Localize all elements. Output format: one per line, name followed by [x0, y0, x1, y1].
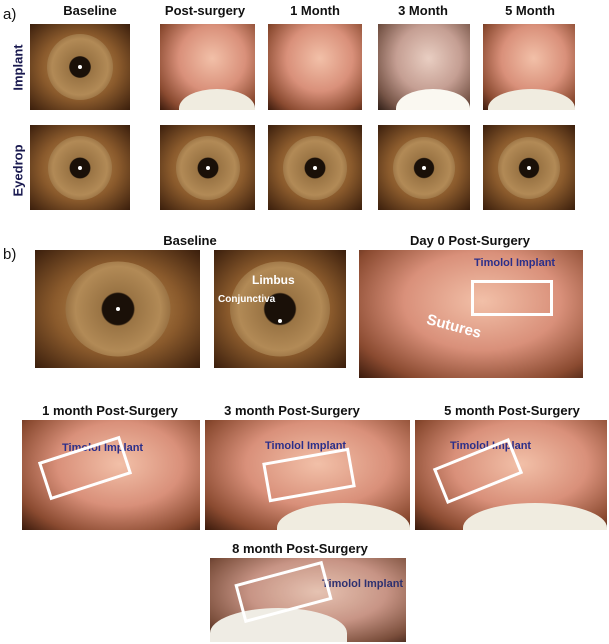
implant-baseline-photo [30, 24, 130, 110]
implant-box [262, 447, 356, 503]
col-post-surgery: Post-surgery [164, 3, 246, 18]
implant-annotation: Timolol Implant [450, 440, 532, 452]
row-eyedrop: Eyedrop [10, 144, 26, 197]
panel-a-label: a) [3, 6, 17, 23]
eyedrop-1-month-photo [268, 125, 362, 210]
title-1-month: 1 month Post-Surgery [42, 403, 178, 418]
implant-1-month-photo [268, 24, 362, 110]
implant-3-month-photo [378, 24, 470, 110]
eyedrop-5-month-photo [483, 125, 575, 210]
implant-box [471, 280, 553, 316]
implant-annotation: Timolol Implant [322, 578, 404, 590]
conjunctiva-annotation: Conjunctiva [218, 294, 276, 305]
implant-annotation: Timolol Implant [474, 257, 556, 269]
implant-annotation: Timolol Implant [265, 440, 347, 452]
implant-post-surgery-photo [160, 24, 255, 110]
title-5-month: 5 month Post-Surgery [444, 403, 580, 418]
b-baseline-photo [35, 250, 200, 368]
implant-annotation: Timolol Implant [62, 442, 144, 454]
title-3-month: 3 month Post-Surgery [224, 403, 360, 418]
eyedrop-3-month-photo [378, 125, 470, 210]
b-1-month-photo: Timolol Implant [22, 420, 200, 530]
col-5-month: 5 Month [505, 3, 555, 18]
b-baseline-annotated-photo: Limbus Conjunctiva [214, 250, 346, 368]
col-1-month: 1 Month [290, 3, 340, 18]
row-implant: Implant [10, 44, 26, 91]
b-day0-photo: Timolol Implant Sutures [359, 250, 583, 378]
title-baseline: Baseline [163, 233, 217, 248]
panel-b-label: b) [3, 246, 17, 263]
title-day0: Day 0 Post-Surgery [410, 233, 530, 248]
implant-5-month-photo [483, 24, 575, 110]
eyedrop-post-surgery-photo [160, 125, 255, 210]
title-8-month: 8 month Post-Surgery [232, 541, 368, 556]
b-8-month-photo: Timolol Implant [210, 558, 406, 642]
col-baseline: Baseline [63, 3, 117, 18]
col-3-month: 3 Month [398, 3, 448, 18]
b-5-month-photo: Timolol Implant [415, 420, 607, 530]
limbus-annotation: Limbus [252, 273, 295, 287]
b-3-month-photo: Timolol Implant [205, 420, 410, 530]
eyedrop-baseline-photo [30, 125, 130, 210]
